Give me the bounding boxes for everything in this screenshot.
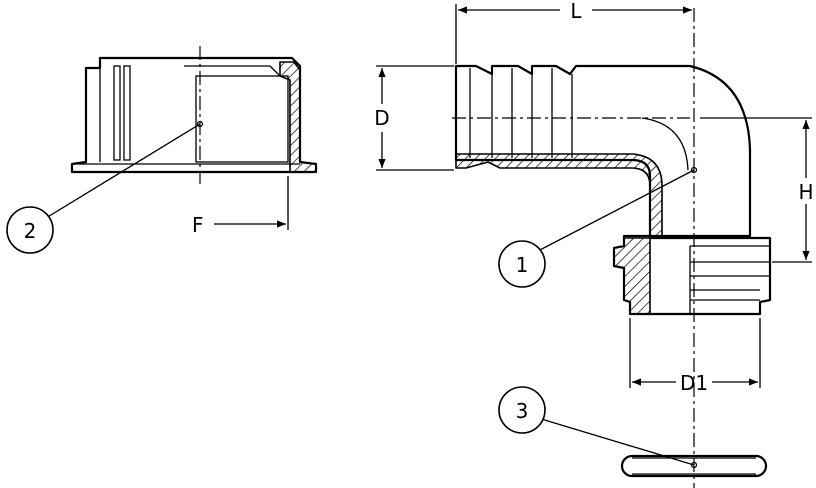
dimension-d-label: D — [374, 106, 389, 130]
dimension-d1: D1 — [629, 318, 761, 395]
leader-line — [45, 123, 201, 219]
callout-1-label: 1 — [516, 253, 529, 277]
leader-point — [690, 461, 698, 469]
dimension-l-label: L — [570, 0, 582, 23]
callout-2-label: 2 — [24, 219, 37, 243]
hose-tail-outline — [454, 64, 752, 238]
thread-section — [613, 237, 651, 315]
dimension-f-label: F — [192, 213, 204, 237]
elbow-fitting-part-1 — [452, 8, 772, 488]
inner-bend — [641, 117, 689, 171]
cap-nut-part-2 — [70, 46, 318, 184]
dimension-l: L — [455, 0, 692, 64]
callout-3-label: 3 — [516, 399, 529, 423]
callout-2: 2 — [6, 123, 201, 254]
callout-3: 3 — [498, 386, 695, 466]
inner-chamfer — [269, 65, 281, 77]
hose-tail-section — [455, 153, 663, 237]
dimension-d1-label: D1 — [680, 371, 708, 395]
dimension-d: D — [374, 65, 454, 171]
rib-line — [123, 65, 131, 161]
o-ring-part-3 — [620, 454, 768, 478]
dimension-h: H — [700, 117, 814, 263]
leader-line — [537, 417, 695, 466]
dimension-f: F — [192, 176, 289, 237]
leader-point — [196, 120, 204, 128]
cap-nut-section — [279, 61, 317, 173]
inner-bore — [195, 75, 289, 163]
callout-1: 1 — [498, 169, 695, 288]
o-ring-outline — [620, 454, 768, 478]
callout-circle — [6, 206, 54, 254]
dimension-h-label: H — [798, 180, 813, 204]
leader-point — [690, 166, 698, 174]
leader-line — [535, 169, 695, 253]
rib-line — [113, 65, 121, 161]
callout-circle — [498, 386, 546, 434]
callout-circle — [498, 240, 546, 288]
